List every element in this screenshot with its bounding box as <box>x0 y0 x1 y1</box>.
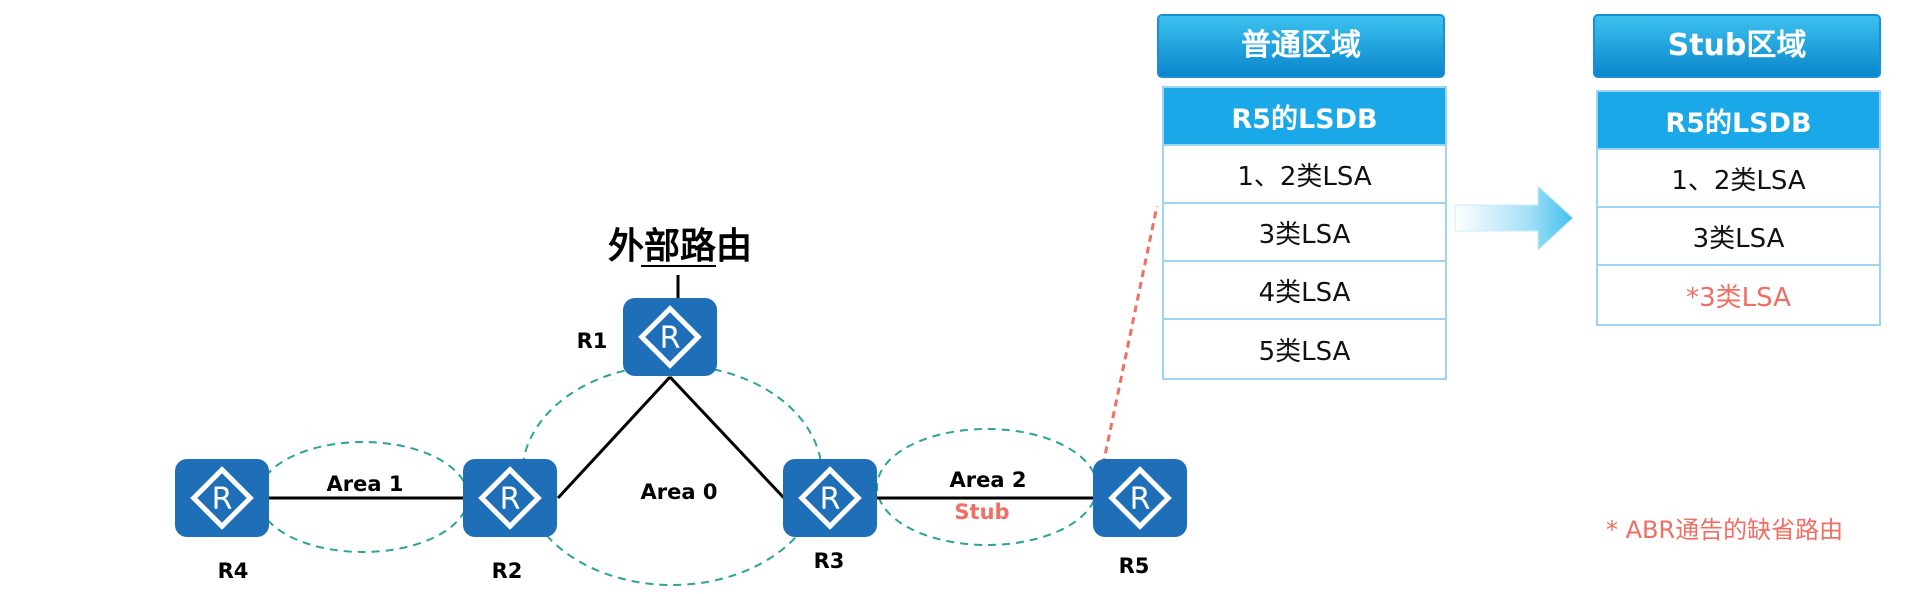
stub-lsdb-default-route-row: *3类LSA <box>1686 282 1791 313</box>
router-r3: R <box>783 459 877 537</box>
router-r5-symbol: R <box>1130 482 1151 517</box>
area2-label: Area 2 <box>950 468 1027 492</box>
area0-label: Area 0 <box>641 480 718 504</box>
router-r1: R <box>623 298 717 376</box>
router-label-r1: R1 <box>577 329 608 353</box>
stub-lsdb-row: 1、2类LSA <box>1598 150 1879 208</box>
r5-lsdb-pointer <box>1101 205 1159 466</box>
router-r2: R <box>463 459 557 537</box>
normal-lsdb-header: R5的LSDB <box>1164 88 1445 146</box>
normal-lsdb-row: 5类LSA <box>1258 336 1351 367</box>
link-r2-r1 <box>556 375 672 500</box>
normal-lsdb-row: 3类LSA <box>1164 204 1445 262</box>
normal-area-title: 普通区域 <box>1157 14 1445 78</box>
stub-lsdb-row: 3类LSA <box>1598 208 1879 266</box>
router-r5: R <box>1093 459 1187 537</box>
router-label-r4: R4 <box>218 559 249 583</box>
normal-area-lsdb-table: R5的LSDB 1、2类LSA 3类LSA 4类LSA 5类LSA <box>1162 86 1447 380</box>
stub-lsdb-header: R5的LSDB <box>1598 92 1879 150</box>
footnote: * ABR通告的缺省路由 <box>1606 516 1844 544</box>
link-r1-r3 <box>668 375 786 500</box>
router-r1-symbol: R <box>660 321 681 356</box>
router-label-r2: R2 <box>492 559 523 583</box>
router-label-r3: R3 <box>814 549 845 573</box>
router-r4: R <box>175 459 269 537</box>
normal-lsdb-row: 4类LSA <box>1164 262 1445 320</box>
stub-area-title: Stub区域 <box>1593 14 1881 78</box>
normal-lsdb-row: 1、2类LSA <box>1164 146 1445 204</box>
external-route-label: 外部路由 <box>608 226 752 267</box>
router-r3-symbol: R <box>820 482 841 517</box>
stub-area-lsdb-table: R5的LSDB 1、2类LSA 3类LSA *3类LSA <box>1596 90 1881 326</box>
router-label-r5: R5 <box>1119 554 1150 578</box>
area2-type-label: Stub <box>954 500 1009 524</box>
normal-area-title-text: 普通区域 <box>1241 28 1361 63</box>
right-arrow-icon <box>1454 184 1574 252</box>
area0-boundary <box>521 364 823 586</box>
router-r2-symbol: R <box>500 482 521 517</box>
stub-area-title-text: Stub区域 <box>1667 28 1807 63</box>
router-r4-symbol: R <box>212 482 233 517</box>
area1-label: Area 1 <box>327 472 404 496</box>
